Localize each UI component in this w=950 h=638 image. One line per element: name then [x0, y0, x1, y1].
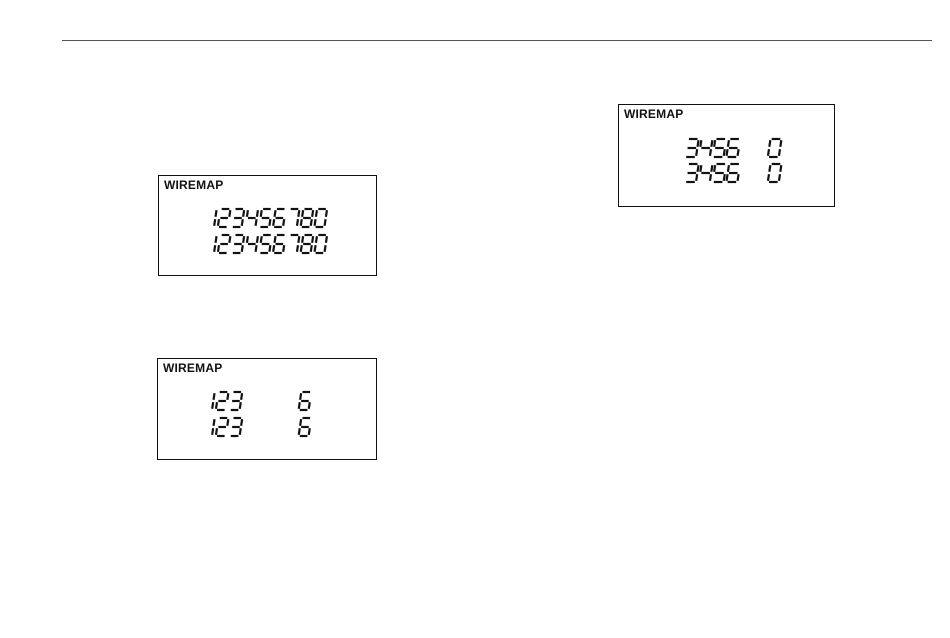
- lcd-digit-6: [299, 418, 310, 436]
- lcd-digit-3: [686, 164, 698, 182]
- lcd-digit-0: [768, 164, 781, 182]
- lcd-digit-5: [260, 235, 270, 253]
- lcd-digit-0: [768, 139, 781, 157]
- lcd-digit-6: [273, 235, 284, 253]
- lcd-digit-1: [212, 419, 214, 435]
- lcd-digit-3: [233, 209, 244, 227]
- lcd-digit-3: [231, 418, 242, 436]
- lcd-digit-3: [233, 235, 244, 253]
- lcd-digit-4: [700, 165, 712, 181]
- wiremap-display-full: WIREMAP: [158, 175, 377, 276]
- lcd-digit-6: [299, 392, 310, 410]
- page-header-rule: [62, 40, 932, 41]
- lcd-digit-8: [301, 209, 313, 227]
- lcd-digit-6: [727, 164, 739, 182]
- lcd-digit-3: [686, 139, 698, 157]
- lcd-digit-2: [218, 235, 230, 253]
- wiremap-digits: [158, 359, 378, 461]
- lcd-digit-5: [714, 139, 725, 157]
- lcd-digit-8: [301, 235, 313, 253]
- lcd-digit-2: [218, 209, 230, 227]
- lcd-digit-6: [727, 139, 739, 157]
- lcd-digit-5: [714, 164, 725, 182]
- lcd-digit-2: [216, 392, 228, 410]
- lcd-digit-3: [231, 392, 242, 410]
- lcd-digit-0: [315, 209, 327, 227]
- wiremap-display-partial-1: WIREMAP: [157, 358, 377, 460]
- wiremap-digits: [619, 105, 836, 208]
- lcd-digit-4: [247, 236, 258, 252]
- lcd-digit-4: [700, 140, 712, 156]
- lcd-digit-5: [260, 209, 270, 227]
- lcd-digit-0: [315, 235, 327, 253]
- lcd-digit-7: [291, 209, 300, 226]
- lcd-digit-1: [214, 210, 216, 226]
- wiremap-digits: [159, 176, 378, 277]
- lcd-digit-1: [214, 236, 216, 252]
- lcd-digit-7: [291, 235, 300, 252]
- lcd-digit-2: [216, 418, 228, 436]
- lcd-digit-4: [247, 210, 258, 226]
- wiremap-display-partial-2: WIREMAP: [618, 104, 835, 207]
- lcd-digit-6: [273, 209, 284, 227]
- lcd-digit-1: [212, 393, 214, 409]
